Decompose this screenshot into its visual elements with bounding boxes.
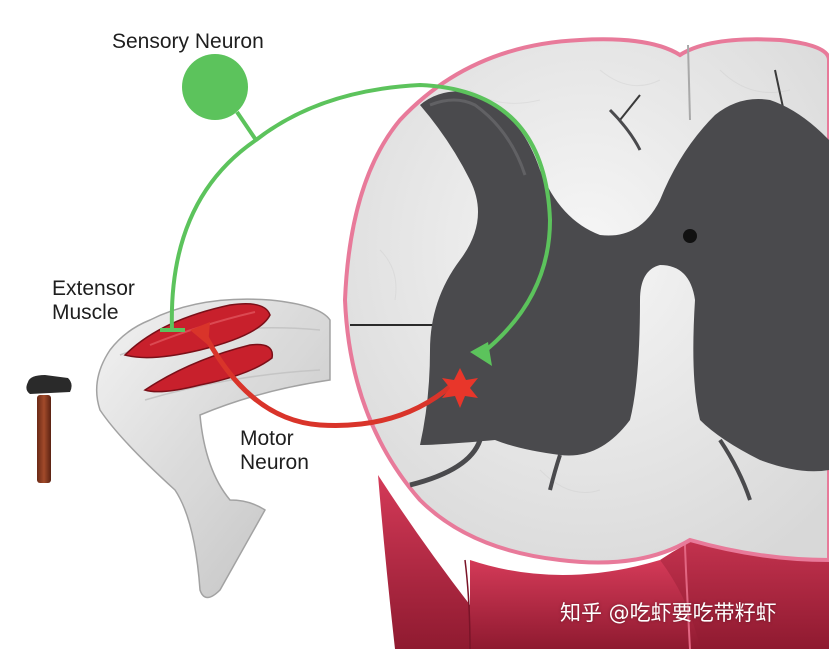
motor-neuron-label-line1: Motor bbox=[240, 427, 294, 450]
synapse-star-icon bbox=[442, 368, 478, 408]
sensory-neuron-cell-body bbox=[182, 54, 248, 120]
extensor-muscle-label-line2: Muscle bbox=[52, 301, 119, 324]
extensor-muscle-label-line1: Extensor bbox=[52, 277, 135, 300]
sensory-neuron bbox=[160, 54, 553, 366]
gray-matter bbox=[409, 91, 829, 501]
watermark: 知乎 @吃虾要吃带籽虾 bbox=[560, 601, 777, 625]
motor-neuron bbox=[190, 322, 478, 428]
motor-neuron-label-line2: Neuron bbox=[240, 451, 309, 474]
sensory-neuron-label: Sensory Neuron bbox=[112, 30, 264, 53]
hammer-icon bbox=[26, 375, 72, 483]
